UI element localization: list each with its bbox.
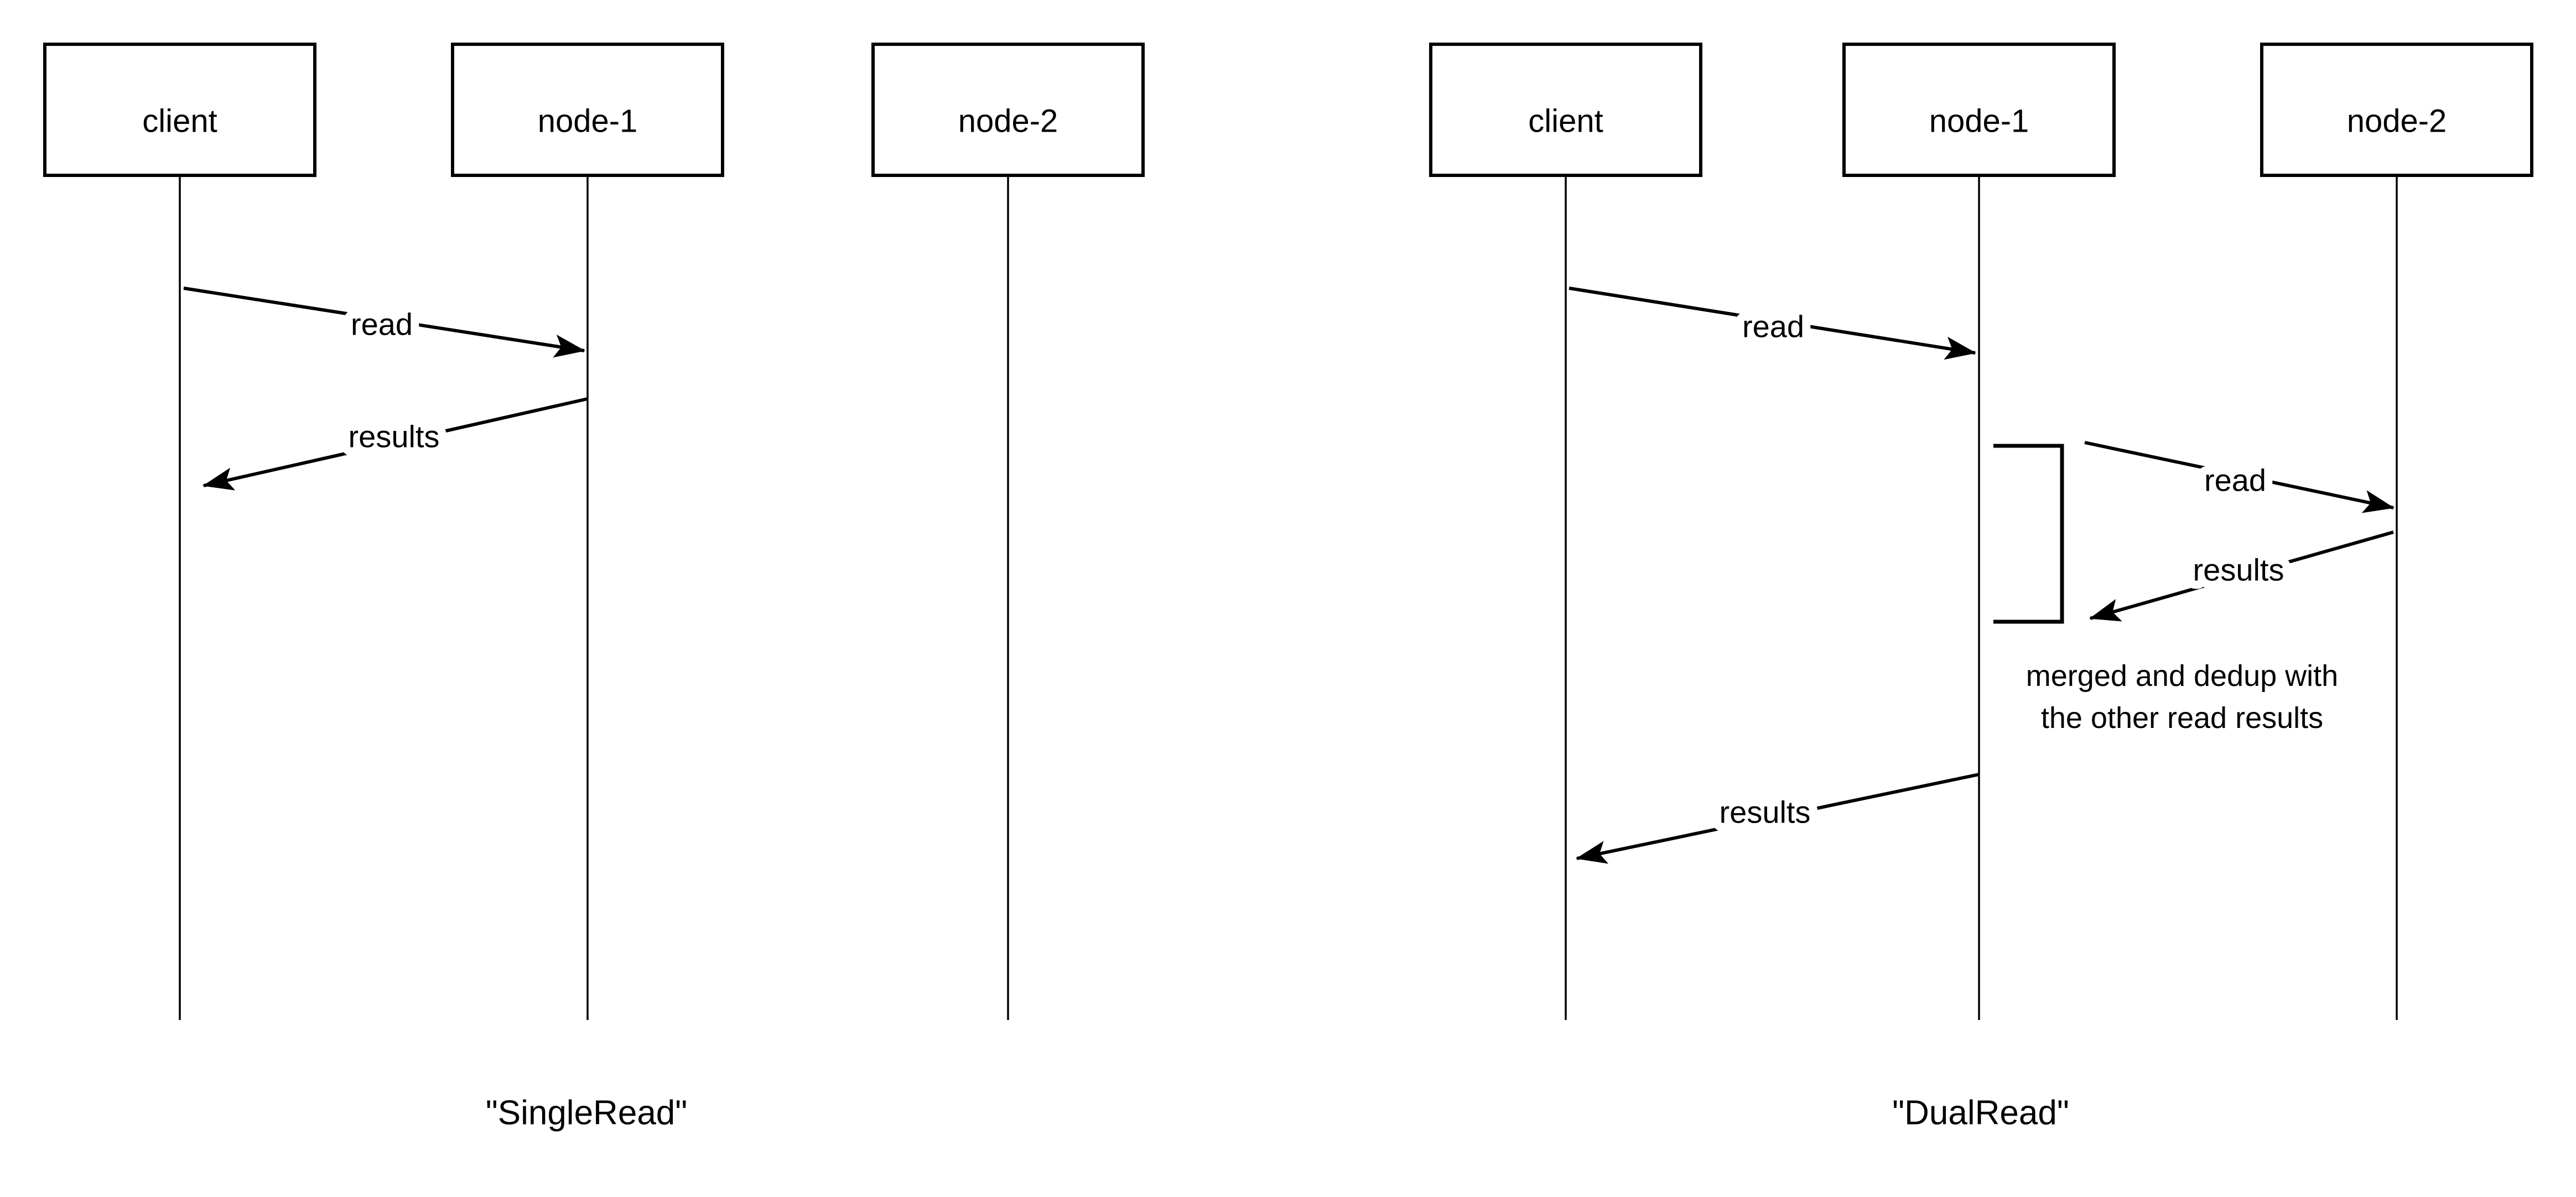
diagram-dual-read: client node-1 node-2 read read results m… <box>1429 43 2533 1132</box>
message-arrow-read <box>1569 287 1976 360</box>
actor-label: node-1 <box>538 103 638 139</box>
note-merged-dedup: merged and dedup with the other read res… <box>2026 659 2338 735</box>
message-label: results <box>349 419 440 454</box>
message-arrow-read <box>183 287 585 358</box>
message-label: read <box>2204 463 2266 498</box>
diagram-caption: "DualRead" <box>1892 1094 2069 1132</box>
actor-node-2: node-2 <box>2260 43 2533 177</box>
diagram-caption: "SingleRead" <box>486 1094 688 1132</box>
actor-node-1: node-1 <box>1842 43 2116 177</box>
actor-label: node-1 <box>1929 103 2029 139</box>
actor-box <box>871 43 1145 177</box>
note-line: the other read results <box>2041 701 2323 735</box>
message-label: read <box>351 307 413 342</box>
message-arrow-results <box>1576 773 1980 864</box>
actor-label: client <box>142 103 217 139</box>
message-label: read <box>1742 309 1804 344</box>
actor-node-1: node-1 <box>451 43 724 177</box>
actor-box <box>43 43 316 177</box>
actor-box <box>1842 43 2116 177</box>
message-label: results <box>1720 795 1811 830</box>
actor-box <box>1429 43 1702 177</box>
actor-client: client <box>43 43 316 177</box>
message-label: results <box>2193 553 2284 587</box>
actor-box <box>451 43 724 177</box>
actor-label: client <box>1528 103 1603 139</box>
message-arrow-read <box>2084 441 2395 513</box>
message-arrow-results <box>202 397 588 491</box>
message-arrow-results <box>2089 530 2394 622</box>
actor-label: node-2 <box>958 103 1058 139</box>
actor-label: node-2 <box>2347 103 2447 139</box>
activation-bracket <box>1993 444 2064 624</box>
actor-client: client <box>1429 43 1702 177</box>
note-line: merged and dedup with <box>2026 659 2338 693</box>
diagram-single-read: client node-1 node-2 read results "Singl… <box>43 43 1145 1132</box>
actor-node-2: node-2 <box>871 43 1145 177</box>
actor-box <box>2260 43 2533 177</box>
